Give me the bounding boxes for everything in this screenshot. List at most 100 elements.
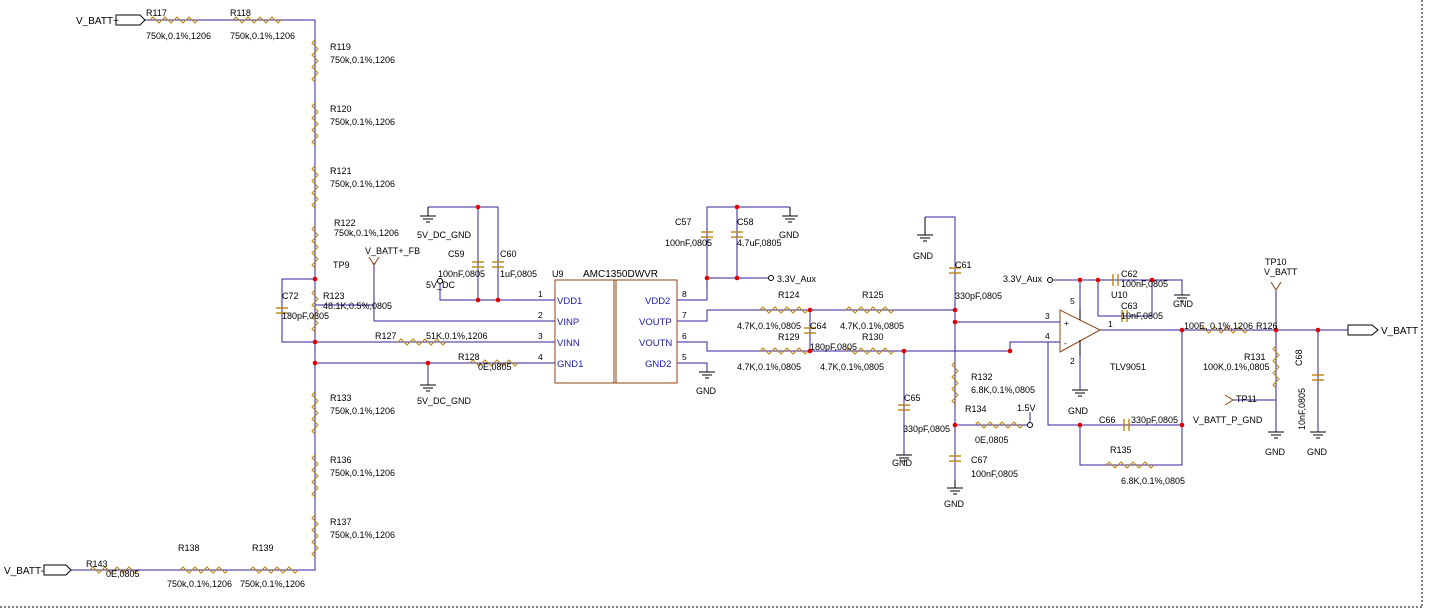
dc-gnd-bottom-label: 5V_DC_GND — [417, 396, 472, 406]
c60-val: 1uF,0805 — [500, 269, 537, 279]
c64-ref: C64 — [810, 321, 827, 331]
gnd-c62-label: GND — [1173, 299, 1194, 309]
port-aux-u10-label: 3.3V_Aux — [1003, 274, 1043, 284]
r122-ref: R122 — [334, 218, 356, 228]
r128-ref: R128 — [458, 352, 480, 362]
c63-val: 10nF,0805 — [1121, 311, 1163, 321]
gnd-u10-label: GND — [1068, 406, 1089, 416]
u10-pin-inp: 3 — [1045, 311, 1050, 321]
u10-pin-gnd: 2 — [1070, 356, 1075, 366]
r117-val: 750k,0.1%,1206 — [146, 31, 211, 41]
u9-pin-vdd1: VDD1 — [557, 296, 582, 307]
c59-ref: C59 — [448, 249, 465, 259]
r133-val: 750k,0.1%,1206 — [330, 406, 395, 416]
r129-val: 4.7K,0.1%,0805 — [737, 362, 801, 372]
u9-pin-vinp: VINP — [557, 317, 579, 328]
r123-ref: R123 — [323, 291, 345, 301]
r130-val: 4.7K,0.1%,0805 — [820, 362, 884, 372]
port-1-5v-label: 1.5V — [1017, 403, 1036, 413]
svg-text:+: + — [1064, 318, 1069, 328]
r122-val: 750k,0.1%,1206 — [334, 228, 399, 238]
port-vbatt-out-label: V_BATT — [1381, 326, 1418, 337]
port-aux-u9 — [768, 275, 774, 281]
c68-ref: C68 — [1294, 349, 1304, 366]
testpoint-tp10 — [1270, 281, 1282, 291]
u9-pin-3-num: 3 — [538, 331, 543, 341]
r136-val: 750k,0.1%,1206 — [330, 468, 395, 478]
port-5v-dc-label: 5V_DC — [426, 280, 456, 290]
c60-ref: C60 — [500, 249, 517, 259]
port-5v-dc — [437, 278, 443, 284]
u9-pin-gnd2: GND2 — [645, 359, 671, 370]
port-vbatt-plus-label: V_BATT+ — [76, 16, 119, 27]
tp9-label: TP9 — [333, 260, 350, 270]
r134-ref: R134 — [965, 404, 987, 414]
u9-isolation-amplifier — [554, 279, 678, 384]
r138-val: 750k,0.1%,1206 — [167, 579, 232, 589]
c61-ref: C61 — [955, 260, 972, 270]
r143-ref: R143 — [86, 559, 108, 569]
u10-pin-vcc: 5 — [1070, 296, 1075, 306]
r143-val: 0E,0805 — [106, 569, 140, 579]
c59-val: 100nF,0805 — [438, 269, 485, 279]
u9-pin-2-num: 2 — [538, 310, 543, 320]
gnd-r131-label: GND — [1265, 447, 1286, 457]
c62-val: 100nF,0805 — [1121, 279, 1168, 289]
u9-pin-8-num: 8 — [682, 289, 687, 299]
u9-pin-vdd2: VDD2 — [645, 296, 670, 307]
gnd-c58-label: GND — [779, 230, 800, 240]
r126-ref: R126 — [1256, 321, 1278, 331]
c65-val: 330pF,0805 — [903, 424, 950, 434]
u9-pin-1-num: 1 — [538, 289, 543, 299]
gnd-c65-label: GND — [892, 458, 913, 468]
u9-pin-voutn: VOUTN — [639, 338, 672, 349]
r124-ref: R124 — [778, 290, 800, 300]
r128-val: 0E,0805 — [478, 362, 512, 372]
r131-val: 100K,0.1%,0805 — [1203, 362, 1270, 372]
port-aux-u9-label: 3.3V_Aux — [777, 274, 817, 284]
c58-val: 4.7uF,0805 — [737, 238, 782, 248]
port-1-5v — [1027, 412, 1033, 428]
port-vbatt-out — [1347, 324, 1379, 336]
r135-ref: R135 — [1110, 445, 1132, 455]
r119-ref: R119 — [330, 42, 351, 52]
r137-ref: R137 — [330, 517, 352, 527]
u10-opamp: + - — [1059, 309, 1102, 355]
dc-gnd-top-label: 5V_DC_GND — [417, 230, 472, 240]
c68-val: 10nF,0805 — [1297, 388, 1307, 430]
c61-val: 330pF,0805 — [955, 291, 1002, 301]
port-vbatt-plus — [115, 14, 146, 26]
u9-pin-voutp: VOUTP — [639, 317, 672, 328]
resistors — [89, 16, 1280, 574]
port-vbatt-minus — [43, 564, 72, 576]
r127-val: 51K,0.1%,1206 — [426, 331, 488, 341]
c62-ref: C62 — [1121, 269, 1138, 279]
u9-pin-7-num: 7 — [682, 310, 687, 320]
r118-ref: R118 — [230, 8, 251, 18]
c72-val: 180pF,0805 — [282, 311, 329, 321]
u10-part: TLV9051 — [1110, 362, 1146, 372]
r139-val: 750k,0.1%,1206 — [240, 579, 305, 589]
c65-ref: C65 — [904, 393, 921, 403]
c67-val: 100nF,0805 — [971, 469, 1018, 479]
capacitors — [276, 231, 1324, 462]
r125-ref: R125 — [862, 290, 884, 300]
u9-pin-5-num: 5 — [682, 352, 687, 362]
u9-pin-vinn: VINN — [557, 338, 580, 349]
c66-val: 330pF,0805 — [1131, 415, 1178, 425]
ground-symbols — [420, 207, 1326, 495]
r136-ref: R136 — [330, 455, 352, 465]
c58-ref: C58 — [737, 217, 754, 227]
c64-val: 180pF,0805 — [810, 342, 857, 352]
port-vbatt-minus-label: V_BATT- — [4, 566, 44, 577]
port-aux-u10 — [1047, 277, 1053, 283]
r132-val: 6.8K,0.1%,0805 — [971, 385, 1035, 395]
testpoint-tp11 — [1224, 394, 1234, 406]
c67-ref: C67 — [971, 455, 988, 465]
u9-ref: U9 — [552, 269, 564, 279]
r126-val: 100E, 0.1%,1206 — [1184, 321, 1253, 331]
r121-ref: R121 — [330, 166, 352, 176]
tp11-net-label: V_BATT_P_GND — [1193, 415, 1263, 425]
u9-pin-gnd1: GND1 — [557, 359, 583, 370]
